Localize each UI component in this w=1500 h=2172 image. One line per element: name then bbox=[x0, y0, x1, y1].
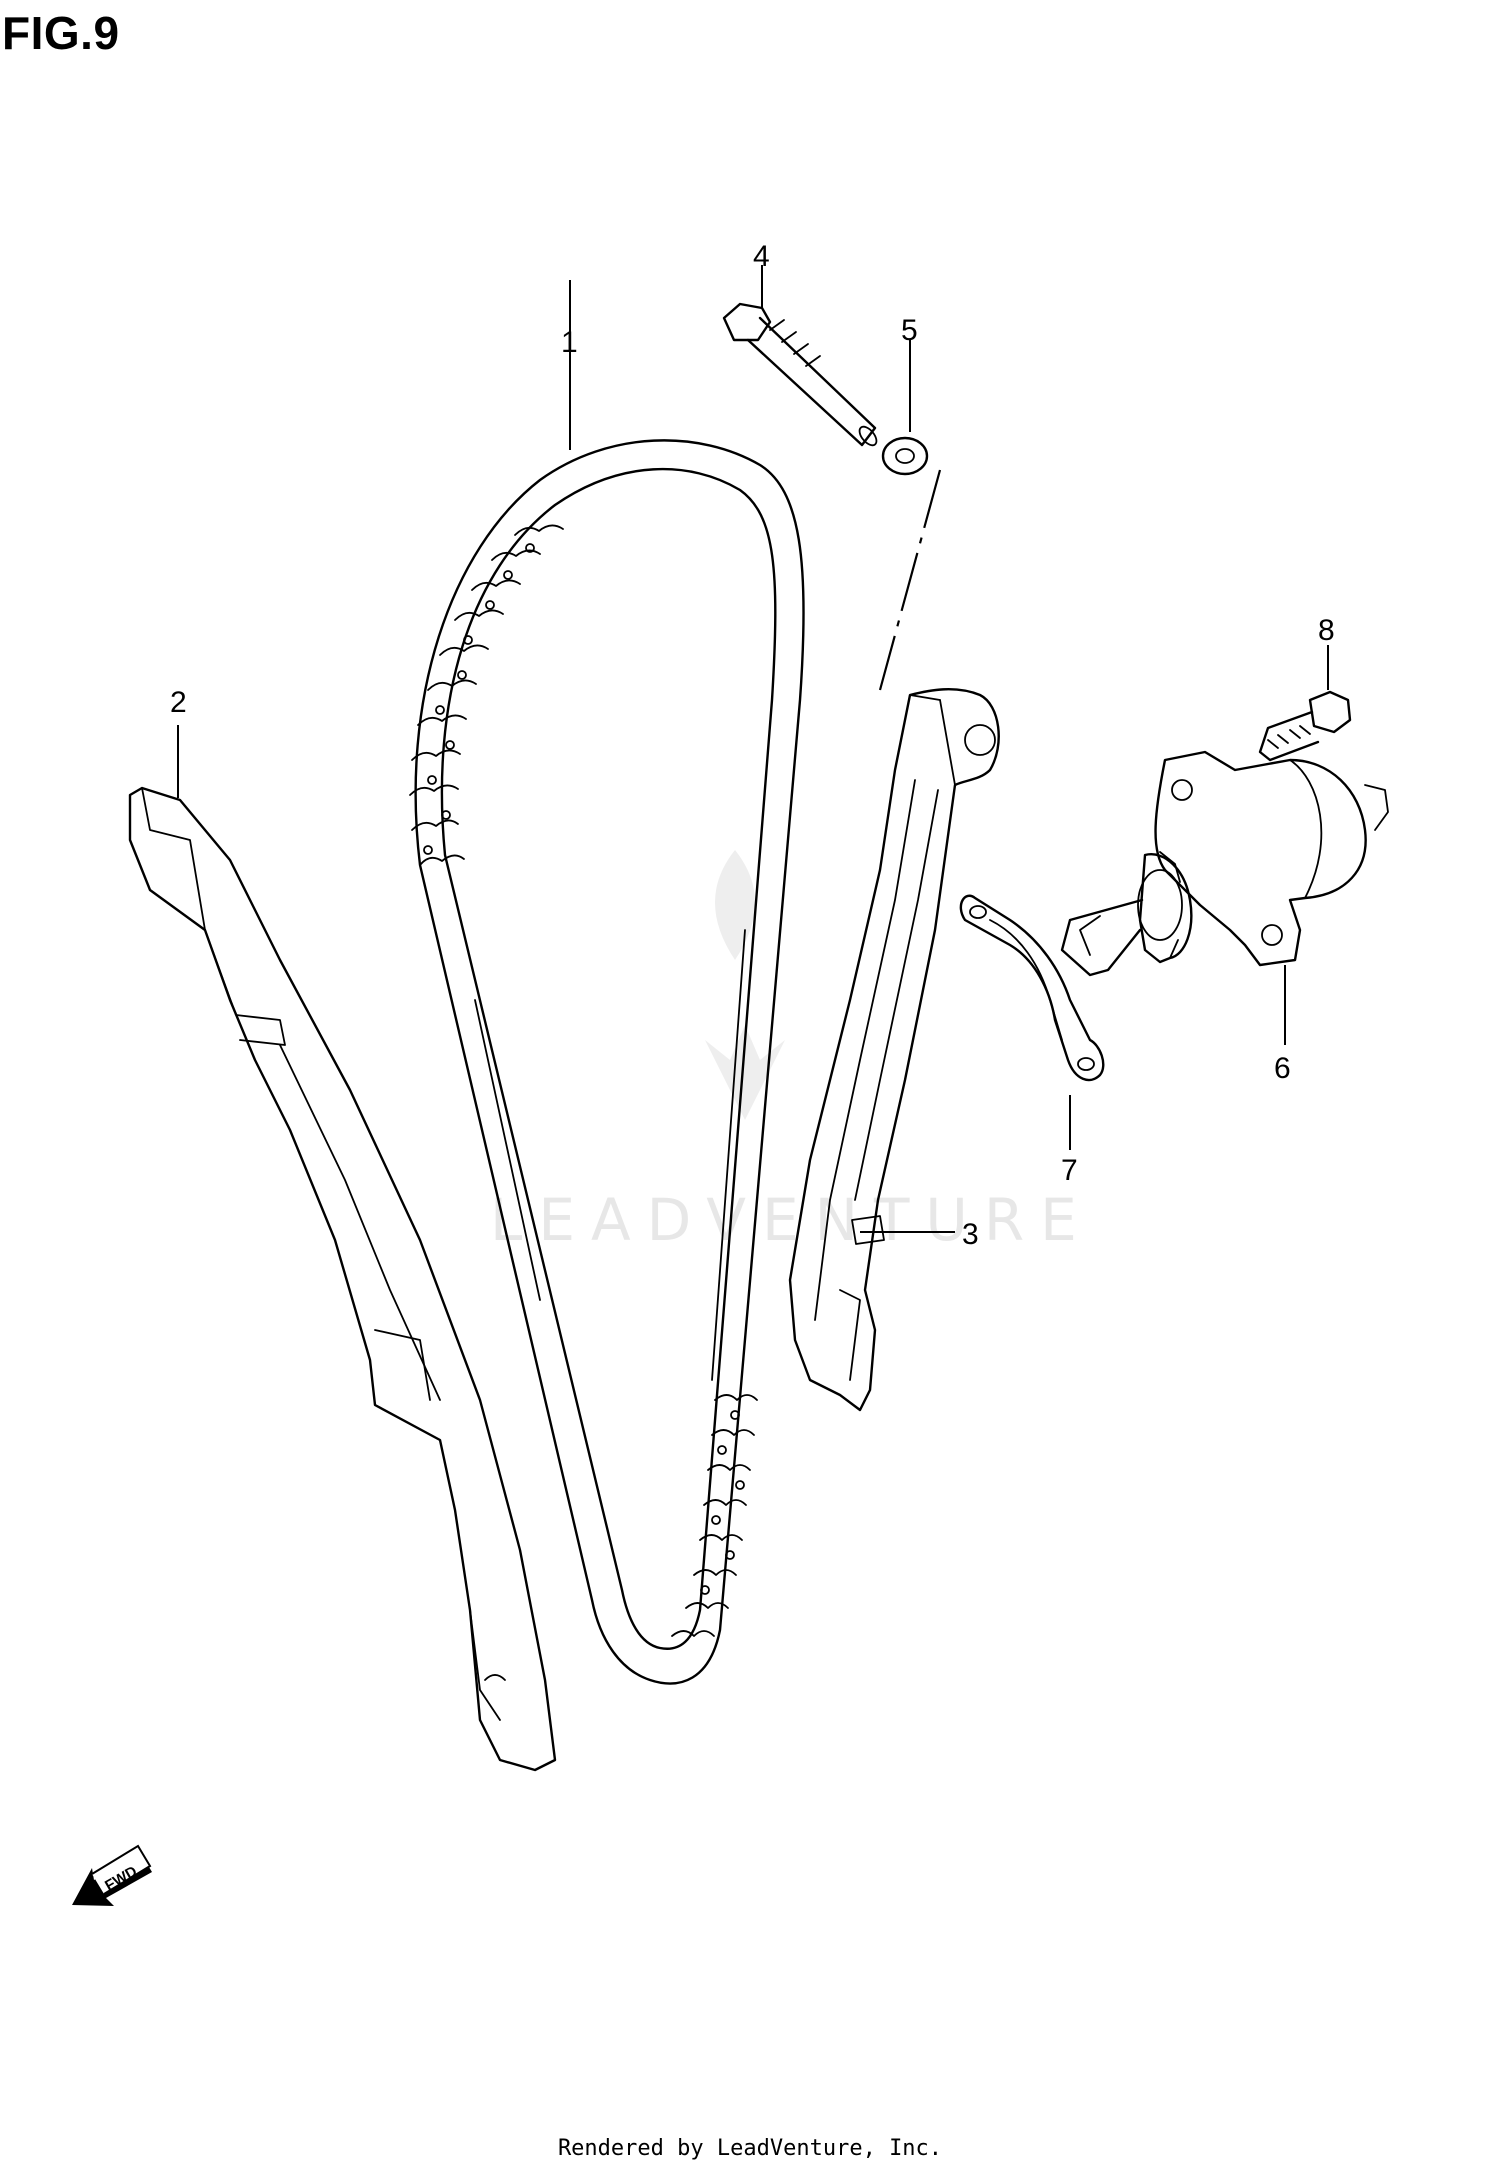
footer-credit: Rendered by LeadVenture, Inc. bbox=[557, 2136, 943, 2161]
fwd-arrow-icon: FWD bbox=[72, 1844, 152, 1906]
callout-4: 4 bbox=[753, 240, 770, 273]
tensioner-arm-part bbox=[788, 688, 1000, 1412]
chain-links-lower bbox=[671, 1394, 758, 1637]
watermark-text: LEADVENTURE bbox=[490, 1186, 1093, 1254]
figure-title: FIG.9 bbox=[2, 7, 120, 59]
rear-chain-guide-part bbox=[128, 786, 557, 1772]
callout-6: 6 bbox=[1274, 1052, 1291, 1085]
arm-pivot-bolt-part bbox=[722, 302, 878, 447]
gasket-part bbox=[959, 894, 1105, 1150]
washer-part bbox=[878, 436, 942, 691]
callout-3: 3 bbox=[962, 1218, 979, 1251]
leadventure-watermark: LEADVENTURE bbox=[490, 850, 1093, 1254]
adjuster-bolt-part bbox=[1258, 645, 1352, 762]
callout-8: 8 bbox=[1318, 614, 1335, 647]
callout-2: 2 bbox=[170, 686, 187, 719]
cam-chain-part bbox=[409, 439, 805, 1685]
chain-links-upper bbox=[409, 524, 564, 866]
callout-1: 1 bbox=[561, 326, 578, 359]
chain-tensioner-adjuster-part bbox=[1060, 750, 1389, 1045]
callout-5: 5 bbox=[901, 314, 918, 347]
callout-7: 7 bbox=[1061, 1154, 1078, 1187]
